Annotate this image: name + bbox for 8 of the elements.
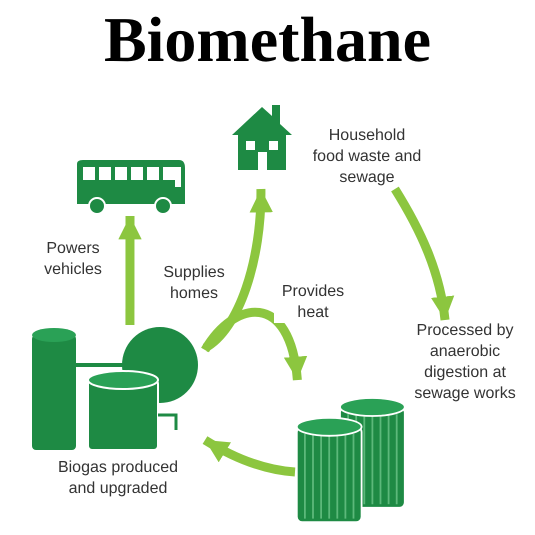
arrow [201, 308, 306, 381]
title: Biomethane [102, 4, 432, 76]
arrow [202, 436, 296, 477]
arrow [391, 186, 454, 321]
caption-text: Processed by anaerobic digestion at sewage works [413, 321, 517, 404]
arrow [118, 216, 142, 326]
caption-text: Biogas produced and upgraded [56, 458, 180, 499]
caption-text: Household food waste and sewage [312, 126, 422, 188]
